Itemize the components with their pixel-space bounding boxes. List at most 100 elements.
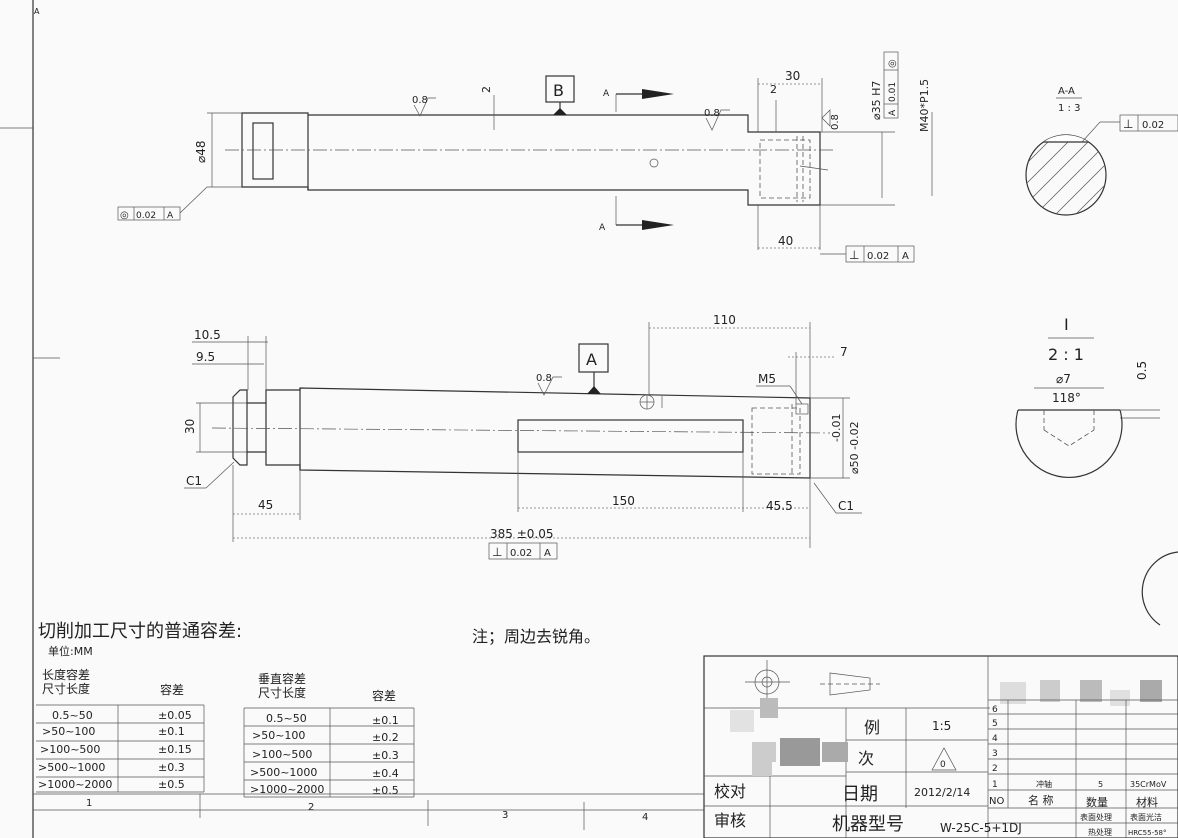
svg-text:名 称: 名 称 (1028, 793, 1054, 807)
roughness-symbol (705, 109, 730, 131)
svg-text:长度容差: 长度容差 (42, 667, 90, 682)
svg-text:◎: ◎ (120, 210, 129, 221)
svg-text:热处理: 热处理 (1088, 827, 1112, 837)
svg-text:C1: C1 (186, 474, 202, 488)
svg-text:40: 40 (778, 234, 793, 248)
svg-text:10.5: 10.5 (194, 328, 221, 342)
svg-text:数量: 数量 (1086, 796, 1108, 809)
svg-text:45: 45 (258, 498, 273, 512)
section-aa-scale: 1 : 3 (1058, 103, 1080, 114)
svg-text:A: A (888, 109, 898, 116)
svg-text:尺寸长度: 尺寸长度 (42, 681, 90, 696)
svg-text:0.8: 0.8 (412, 95, 428, 106)
svg-text:容差: 容差 (160, 682, 184, 697)
svg-text:±0.15: ±0.15 (158, 743, 192, 756)
svg-text:±0.3: ±0.3 (372, 749, 399, 762)
svg-text:35CrMoV: 35CrMoV (1130, 780, 1167, 789)
svg-text:2012/2/14: 2012/2/14 (914, 786, 970, 799)
svg-text:0.02: 0.02 (1142, 120, 1164, 131)
svg-text:W-25C-5+1DJ: W-25C-5+1DJ (940, 821, 1022, 835)
svg-text:0.01: 0.01 (888, 82, 898, 102)
svg-text:0.8: 0.8 (830, 114, 841, 130)
svg-text:9.5: 9.5 (196, 350, 215, 364)
svg-text:3: 3 (992, 749, 998, 759)
bottom-shaft-outline (232, 387, 811, 479)
section-arrow-bottom (642, 220, 674, 230)
svg-text:0.5~50: 0.5~50 (266, 712, 307, 725)
svg-text:-0.01: -0.01 (830, 414, 843, 442)
svg-text:30: 30 (785, 69, 800, 83)
svg-text:>1000~2000: >1000~2000 (250, 783, 324, 796)
note-text: 注；周边去锐角。 (472, 627, 600, 646)
svg-text:⊥: ⊥ (492, 545, 502, 559)
svg-text:5: 5 (1098, 780, 1103, 789)
datum-a-label: A (586, 350, 597, 369)
svg-text:⊥: ⊥ (1123, 117, 1133, 131)
top-slot (252, 122, 274, 180)
svg-text:◎: ◎ (887, 59, 898, 68)
detail-label: I (1064, 315, 1069, 334)
svg-text:>50~100: >50~100 (42, 725, 95, 738)
svg-text:2: 2 (480, 86, 493, 93)
svg-text:机器型号: 机器型号 (832, 814, 904, 835)
svg-text:1:5: 1:5 (932, 719, 951, 733)
svg-text:校对: 校对 (714, 782, 746, 801)
svg-text:垂直容差: 垂直容差 (258, 671, 306, 686)
svg-text:NO: NO (989, 796, 1004, 807)
section-aa-view: A-A 1 : 3 ⊥ 0.02 (1025, 86, 1178, 216)
svg-text:⌀7: ⌀7 (1056, 372, 1071, 386)
parts-list: 6 5 4 3 2 1 NO 名 称 数量 材料 冲轴 5 35CrMoV 表面… (988, 680, 1178, 838)
detail-circle (1015, 409, 1123, 478)
svg-text:>50~100: >50~100 (252, 729, 305, 742)
svg-text:A: A (544, 548, 551, 559)
bottom-slot (517, 419, 744, 453)
top-shaft-outline (241, 112, 821, 206)
svg-text:0.02: 0.02 (867, 251, 889, 262)
fcf-end: ⊥ 0.02 A (845, 245, 915, 263)
fcf-section: ⊥ 0.02 (1119, 114, 1178, 132)
unit-label: 单位:MM (48, 644, 93, 658)
svg-text:4: 4 (642, 812, 648, 823)
bottom-centerline (211, 427, 831, 434)
svg-text:45.5: 45.5 (766, 499, 793, 513)
svg-text:3: 3 (502, 810, 508, 821)
projection-cone-icon (829, 672, 871, 696)
section-circle (1025, 134, 1107, 216)
top-view: ⌀48 ◎ 0.02 A 0.8 2 B A A 0.8 (117, 51, 933, 263)
svg-text:5: 5 (992, 719, 998, 729)
svg-text:2: 2 (308, 802, 314, 813)
svg-text:尺寸长度: 尺寸长度 (258, 685, 306, 700)
revision-triangle-icon (931, 747, 957, 771)
section-arrow-top (642, 89, 674, 99)
svg-text:日期: 日期 (842, 784, 878, 805)
svg-text:4: 4 (992, 734, 998, 744)
svg-text:0: 0 (940, 760, 946, 770)
fcf-left: ◎ 0.02 A (117, 206, 181, 221)
svg-text:M5: M5 (758, 372, 776, 386)
svg-text:>100~500: >100~500 (252, 748, 312, 761)
svg-text:>500~1000: >500~1000 (250, 766, 317, 779)
svg-text:0.02: 0.02 (136, 211, 156, 221)
detail-scale: 2 : 1 (1048, 345, 1084, 364)
svg-text:>1000~2000: >1000~2000 (38, 778, 112, 791)
svg-text:1: 1 (86, 798, 92, 809)
svg-text:冲轴: 冲轴 (1036, 779, 1052, 789)
vertical-tolerance-table: 垂直容差 尺寸长度 容差 0.5~50 ±0.1 >50~100 ±0.2 >1… (243, 671, 415, 798)
bottom-view: 10.5 9.5 30 C1 45 0.8 A 110 7 M5 (183, 313, 862, 560)
roughness-symbol (413, 97, 436, 117)
svg-text:2: 2 (770, 83, 777, 96)
datum-b-label: B (553, 81, 564, 100)
section-aa-label: A-A (1058, 86, 1075, 97)
overall-length: 385 ±0.05 (490, 527, 554, 541)
svg-text:6: 6 (992, 705, 998, 715)
svg-text:1: 1 (992, 780, 998, 790)
svg-text:150: 150 (612, 494, 635, 508)
svg-text:A: A (902, 251, 909, 262)
svg-text:0.8: 0.8 (536, 373, 552, 384)
svg-text:110: 110 (713, 313, 736, 327)
section-a-label-bottom: A (599, 223, 606, 233)
svg-text:118°: 118° (1052, 391, 1081, 405)
svg-text:例: 例 (864, 718, 880, 737)
length-tolerance-table: 长度容差 尺寸长度 容差 0.5~50 ±0.05 >50~100 ±0.1 >… (36, 667, 205, 793)
